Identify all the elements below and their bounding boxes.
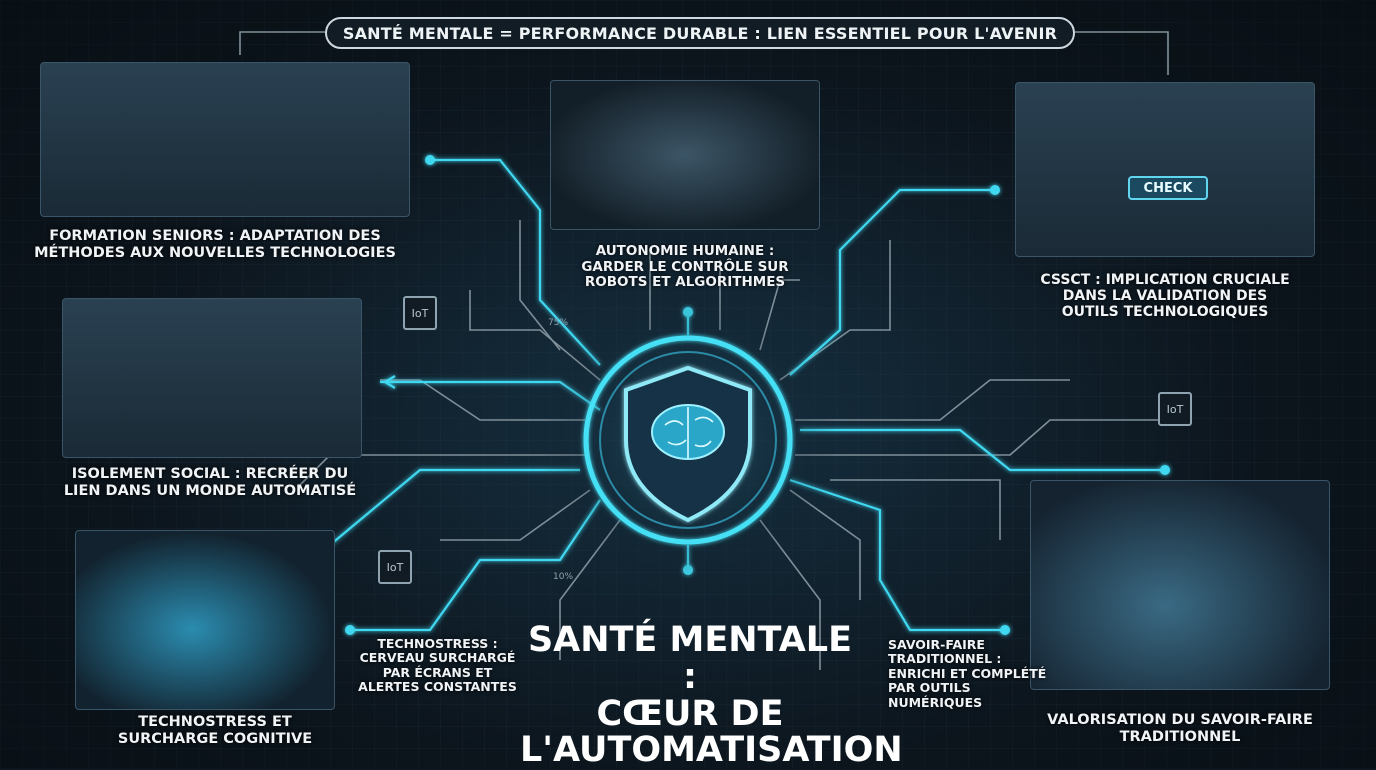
center-title-line: L'AUTOMATISATION — [520, 730, 903, 770]
cssct-label: CSSCT : IMPLICATION CRUCIALE DANS LA VAL… — [1020, 272, 1310, 320]
label-line: ENRICHI ET COMPLÉTÉ — [888, 665, 1047, 681]
isolement-social-label: ISOLEMENT SOCIAL : RECRÉER DU LIEN DANS … — [40, 466, 380, 499]
label-line: CSSCT : IMPLICATION CRUCIALE — [1040, 272, 1290, 288]
label-line: PAR OUTILS — [888, 680, 971, 696]
label-line: SAVOIR-FAIRE — [888, 637, 985, 652]
label-line: TRADITIONNEL : — [888, 651, 1002, 667]
iot-chip: IoT — [378, 550, 412, 584]
label-line: NUMÉRIQUES — [888, 694, 983, 710]
label-line: ROBOTS ET ALGORITHMES — [584, 274, 786, 291]
label-line: TECHNOSTRESS ET — [138, 714, 292, 730]
formation-seniors-label: FORMATION SENIORS : ADAPTATION DES MÉTHO… — [20, 228, 410, 261]
formation-seniors-illustration — [40, 62, 410, 217]
savoir-faire-detail-label: SAVOIR-FAIRE TRADITIONNEL : ENRICHI ET C… — [888, 637, 1058, 710]
label-line: ISOLEMENT SOCIAL : RECRÉER DU — [71, 466, 349, 482]
readout: 75% — [548, 318, 569, 328]
cssct-validation-illustration — [1015, 82, 1315, 257]
label-line: LIEN DANS UN MONDE AUTOMATISÉ — [63, 482, 357, 499]
label-line: FORMATION SENIORS : ADAPTATION DES — [49, 228, 381, 244]
label-line: VALORISATION DU SAVOIR-FAIRE — [1047, 712, 1313, 728]
technostress-main-label: TECHNOSTRESS ET SURCHARGE COGNITIVE — [90, 714, 340, 747]
label-line: OUTILS TECHNOLOGIQUES — [1061, 304, 1269, 321]
label-line: PAR ÉCRANS ET — [382, 664, 493, 680]
iot-chip: IoT — [1158, 392, 1192, 426]
label-line: GARDER LE CONTRÔLE SUR — [581, 258, 789, 275]
savoir-faire-main-label: VALORISATION DU SAVOIR-FAIRE TRADITIONNE… — [1015, 712, 1345, 745]
header-title: SANTÉ MENTALE = PERFORMANCE DURABLE : LI… — [325, 17, 1075, 49]
autonomie-label: AUTONOMIE HUMAINE : GARDER LE CONTRÔLE S… — [560, 243, 810, 291]
center-title: SANTÉ MENTALE : CŒUR DE L'AUTOMATISATION — [520, 620, 903, 770]
label-line: SURCHARGE COGNITIVE — [117, 730, 313, 747]
isolement-social-illustration — [62, 298, 362, 458]
technostress-detail-label: TECHNOSTRESS : CERVEAU SURCHARGÉ PAR ÉCR… — [355, 636, 520, 695]
label-line: CERVEAU SURCHARGÉ — [359, 650, 516, 666]
label-line: MÉTHODES AUX NOUVELLES TECHNOLOGIES — [34, 244, 396, 261]
savoir-faire-illustration — [1030, 480, 1330, 690]
center-title-line: CŒUR DE — [596, 693, 784, 734]
label-line: TRADITIONNEL — [1119, 728, 1241, 745]
label-line: ALERTES CONSTANTES — [358, 679, 517, 695]
iot-chip: IoT — [403, 296, 437, 330]
technostress-brain-illustration — [75, 530, 335, 710]
readout: 10% — [553, 572, 574, 582]
label-line: AUTONOMIE HUMAINE : — [595, 243, 775, 259]
label-line: DANS LA VALIDATION DES — [1062, 288, 1268, 305]
check-badge: CHECK — [1128, 176, 1208, 200]
center-ring — [583, 335, 793, 545]
robot-arm-illustration — [550, 80, 820, 230]
shield-brain-icon — [624, 365, 752, 523]
center-title-line: SANTÉ MENTALE : — [527, 620, 853, 697]
label-line: TECHNOSTRESS : — [377, 636, 498, 651]
